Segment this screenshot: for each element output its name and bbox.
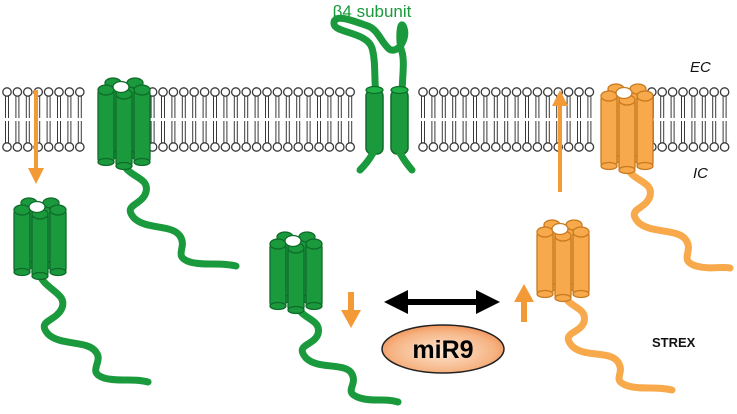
down-arrow-icon (28, 90, 44, 184)
ic-label: IC (693, 165, 708, 182)
beta4-label: β4 subunit (333, 2, 412, 21)
strex-channel-icon (536, 219, 676, 394)
lipid-bilayer-icon (2, 87, 730, 152)
beta4-subunit-icon (330, 14, 416, 174)
up-arrow-icon (552, 90, 568, 192)
bk-channel-icon (13, 197, 152, 386)
bk-channel-icon (269, 231, 402, 406)
mir9-label: miR9 (412, 336, 473, 364)
bk-channel-icon (97, 77, 240, 270)
double-headed-arrow-icon (384, 290, 500, 314)
up-arrow-icon (514, 284, 534, 322)
ec-label: EC (690, 59, 711, 76)
mir9-ellipse (381, 324, 505, 374)
strex-channel-icon (600, 83, 734, 272)
down-arrow-icon (341, 292, 361, 328)
strex-label: STREX (652, 335, 696, 350)
